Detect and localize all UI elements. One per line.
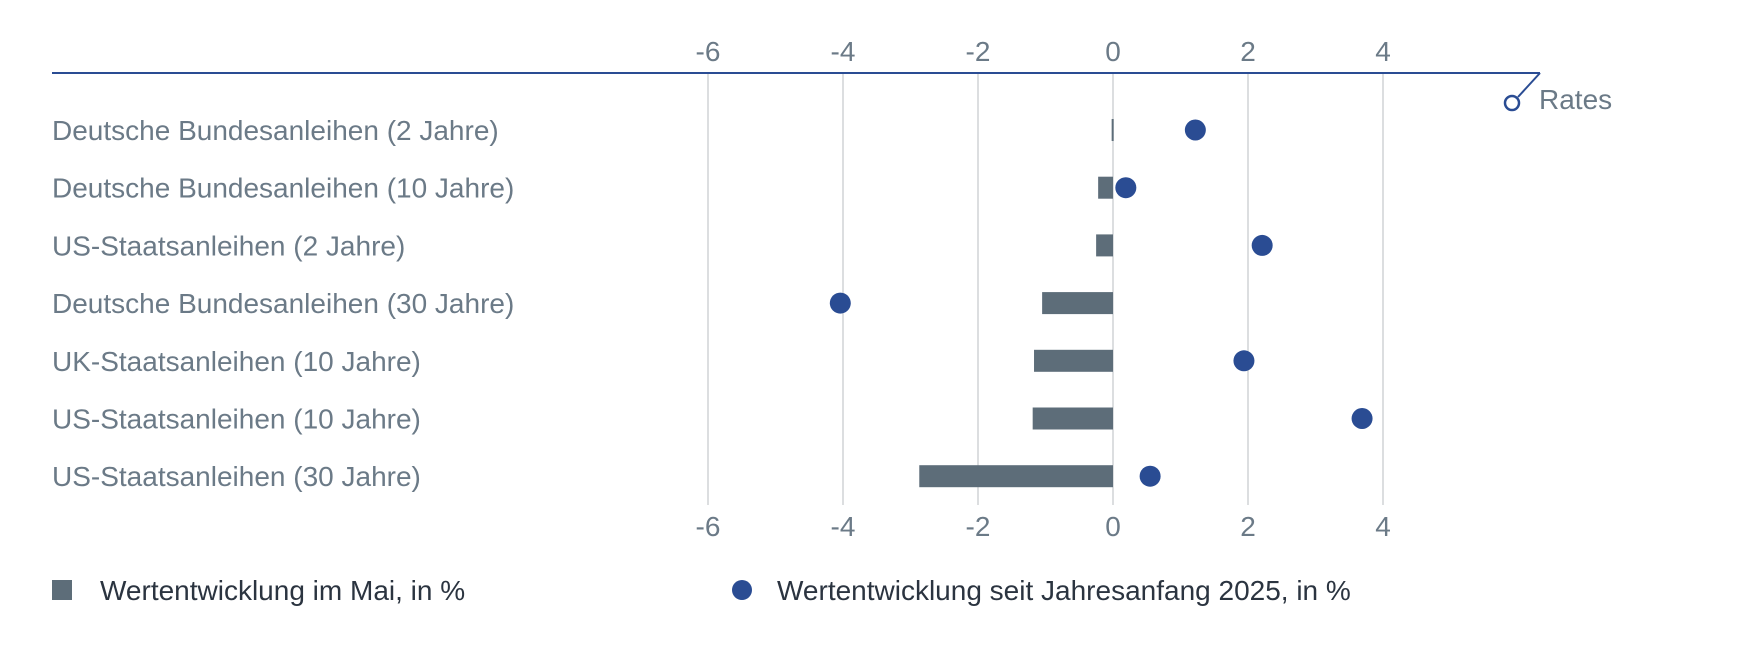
dot-mark xyxy=(1115,177,1137,199)
category-label: US-Staatsanleihen (2 Jahre) xyxy=(52,230,405,261)
x-tick-label-top: -6 xyxy=(696,36,721,67)
category-label: US-Staatsanleihen (10 Jahre) xyxy=(52,404,421,435)
rates-badge-stroke xyxy=(1517,72,1541,98)
x-tick-label-top: 4 xyxy=(1375,36,1391,67)
category-labels: Deutsche Bundesanleihen (2 Jahre) Deutsch… xyxy=(52,115,514,492)
legend-dot-swatch xyxy=(732,580,752,600)
x-tick-label-top: 2 xyxy=(1240,36,1256,67)
x-tick-label-bottom: 2 xyxy=(1240,511,1256,542)
x-tick-label-top: 0 xyxy=(1105,36,1121,67)
x-tick-label-top: -2 xyxy=(966,36,991,67)
dot-mark xyxy=(1184,119,1206,141)
dot-mark xyxy=(1139,465,1161,487)
category-label: US-Staatsanleihen (30 Jahre) xyxy=(52,461,421,492)
x-tick-label-bottom: -2 xyxy=(966,511,991,542)
bar-mark xyxy=(1034,349,1113,372)
legend: Wertentwicklung im Mai, in % Wertentwick… xyxy=(52,575,1351,606)
bar-series xyxy=(919,119,1114,488)
bar-mark xyxy=(919,465,1113,488)
dot-mark xyxy=(829,292,851,314)
category-label: Deutsche Bundesanleihen (10 Jahre) xyxy=(52,173,514,204)
dot-series xyxy=(829,119,1373,487)
dot-mark xyxy=(1251,234,1273,256)
grid-lines xyxy=(707,73,1384,505)
x-tick-label-bottom: 4 xyxy=(1375,511,1391,542)
legend-bar-swatch xyxy=(52,580,72,600)
rates-label: Rates xyxy=(1539,84,1612,115)
x-tick-label-bottom: -6 xyxy=(696,511,721,542)
bar-mark xyxy=(1032,407,1113,430)
top-tick-labels: -6 -4 -2 0 2 4 xyxy=(696,36,1391,67)
bar-mark xyxy=(1111,119,1114,141)
legend-bar-label: Wertentwicklung im Mai, in % xyxy=(100,575,465,606)
x-tick-label-top: -4 xyxy=(831,36,856,67)
bottom-tick-labels: -6 -4 -2 0 2 4 xyxy=(696,511,1391,542)
x-tick-label-bottom: -4 xyxy=(831,511,856,542)
bar-mark xyxy=(1096,234,1113,257)
rates-badge-circle-icon xyxy=(1503,94,1521,112)
legend-dot-label: Wertentwicklung seit Jahresanfang 2025, … xyxy=(777,575,1351,606)
category-label: UK-Staatsanleihen (10 Jahre) xyxy=(52,346,421,377)
x-tick-label-bottom: 0 xyxy=(1105,511,1121,542)
dot-mark xyxy=(1351,408,1373,429)
dot-mark xyxy=(1233,350,1255,372)
bar-mark xyxy=(1098,176,1113,199)
bar-mark xyxy=(1042,292,1113,315)
category-label: Deutsche Bundesanleihen (30 Jahre) xyxy=(52,288,514,319)
rates-badge: Rates xyxy=(1503,72,1612,115)
category-label: Deutsche Bundesanleihen (2 Jahre) xyxy=(52,115,499,146)
